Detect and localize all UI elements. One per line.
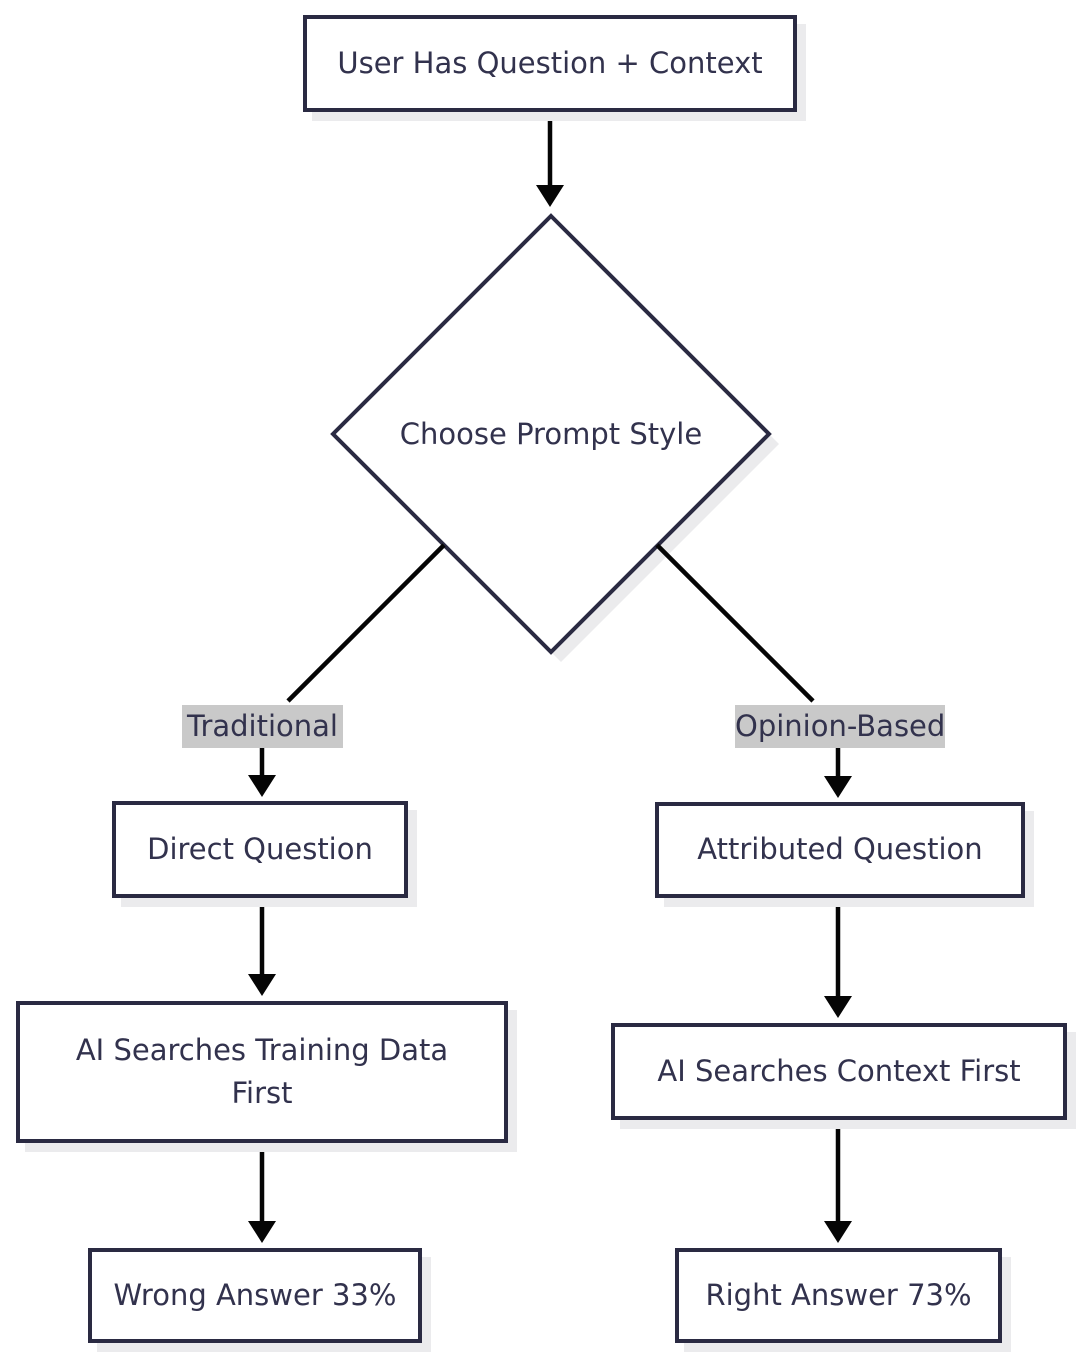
connector-decision-opinion bbox=[655, 543, 815, 703]
start-node: User Has Question + Context bbox=[303, 15, 797, 112]
attributed-question-label: Attributed Question bbox=[697, 832, 983, 867]
wrong-answer-label: Wrong Answer 33% bbox=[113, 1277, 397, 1312]
connector-opinion-attributed bbox=[824, 748, 852, 798]
direct-question-label: Direct Question bbox=[147, 831, 373, 866]
decision-diamond bbox=[330, 213, 772, 655]
branch-label-traditional: Traditional bbox=[182, 705, 343, 748]
wrong-answer-node: Wrong Answer 33% bbox=[88, 1248, 422, 1343]
start-node-label: User Has Question + Context bbox=[337, 45, 763, 80]
ai-searches-context-node: AI Searches Context First bbox=[611, 1023, 1067, 1120]
ai-searches-training-data-label: AI Searches Training Data First bbox=[75, 1032, 449, 1111]
connector-training-wrong bbox=[248, 1143, 276, 1243]
branch-label-opinion-based: Opinion-Based bbox=[735, 705, 945, 748]
connector-traditional-direct bbox=[248, 748, 276, 797]
connector-context-right bbox=[824, 1120, 852, 1243]
connector-attributed-context bbox=[824, 898, 852, 1018]
right-answer-node: Right Answer 73% bbox=[675, 1248, 1002, 1343]
connector-decision-traditional bbox=[286, 543, 446, 703]
direct-question-node: Direct Question bbox=[112, 801, 408, 898]
ai-searches-training-data-node: AI Searches Training Data First bbox=[16, 1001, 508, 1143]
ai-searches-context-label: AI Searches Context First bbox=[657, 1053, 1021, 1088]
decision-node-label: Choose Prompt Style bbox=[399, 417, 703, 451]
connector-start-decision bbox=[536, 112, 564, 207]
right-answer-label: Right Answer 73% bbox=[705, 1277, 972, 1312]
attributed-question-node: Attributed Question bbox=[655, 802, 1025, 898]
connector-direct-training bbox=[248, 898, 276, 996]
